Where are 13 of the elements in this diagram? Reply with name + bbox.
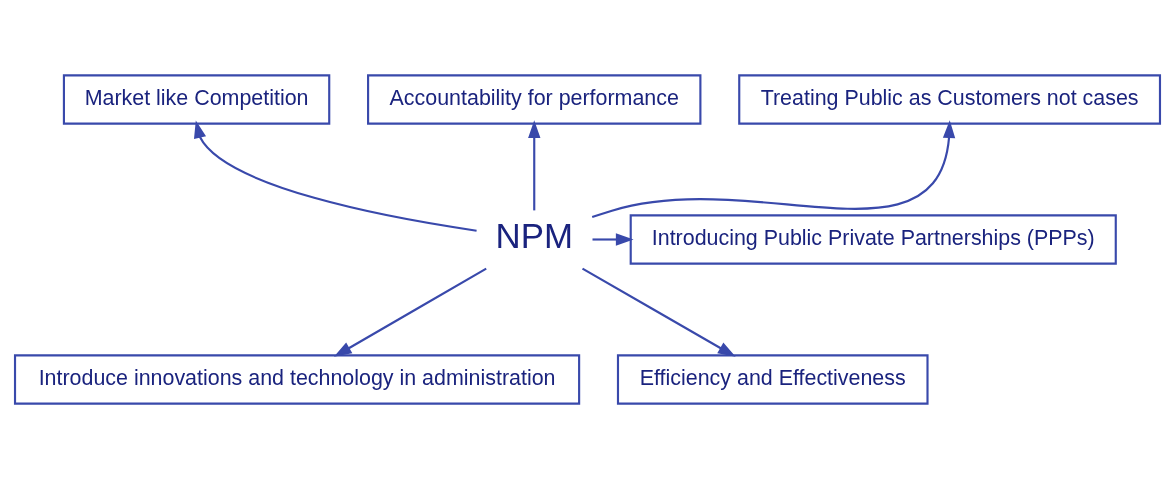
arrow (333, 267, 487, 357)
node-text: NPM (495, 215, 573, 255)
node-box: Treating Public as Customers not cases (738, 74, 1162, 125)
node-box: Introducing Public Private Partnerships (PPPs) (629, 214, 1117, 265)
node-box: Introduce innovations and technology in administration (13, 354, 581, 405)
node-box: Efficiency and Effectiveness (616, 354, 929, 405)
arrow (592, 233, 634, 246)
node-box: Accountability for performance (367, 74, 702, 125)
arrow (528, 120, 541, 211)
arrow (591, 120, 956, 219)
arrow (581, 267, 736, 357)
arrow (194, 120, 477, 232)
node-box: Market like Competition (62, 74, 331, 125)
